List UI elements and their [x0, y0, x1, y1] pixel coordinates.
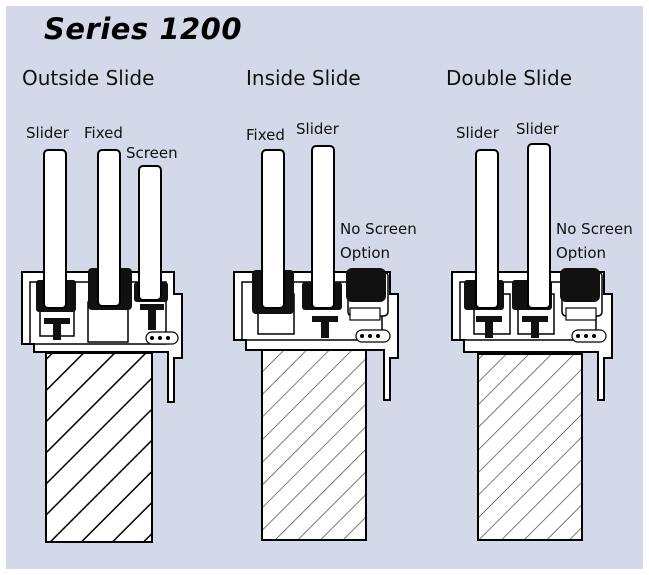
label-no-screen: No Screen	[556, 220, 633, 238]
label-slider: Slider	[516, 120, 559, 138]
label-fixed: Fixed	[246, 126, 285, 144]
slider-panel	[43, 149, 67, 309]
inside-slide-drawing	[233, 145, 399, 541]
section-heading-inside-slide: Inside Slide	[246, 66, 361, 90]
section-heading-outside-slide: Outside Slide	[22, 66, 155, 90]
double-slide-drawing	[451, 143, 613, 541]
label-fixed: Fixed	[84, 124, 123, 142]
label-option: Option	[556, 244, 607, 262]
label-slider: Slider	[296, 120, 339, 138]
page-title: Series 1200	[44, 12, 243, 46]
fixed-panel	[97, 149, 121, 307]
label-slider: Slider	[26, 124, 69, 142]
screen-panel	[138, 165, 162, 301]
slider-panel	[311, 145, 335, 309]
section-heading-double-slide: Double Slide	[446, 66, 573, 90]
label-slider: Slider	[456, 124, 499, 142]
outside-slide-drawing	[21, 149, 183, 543]
slider-panel	[475, 149, 499, 309]
wood-jamb	[261, 349, 367, 541]
wood-jamb	[45, 352, 153, 543]
label-option: Option	[340, 244, 391, 262]
label-screen: Screen	[126, 144, 178, 162]
fixed-panel	[261, 149, 285, 309]
wood-jamb	[477, 353, 583, 541]
label-no-screen: No Screen	[340, 220, 417, 238]
slider-panel	[527, 143, 551, 309]
